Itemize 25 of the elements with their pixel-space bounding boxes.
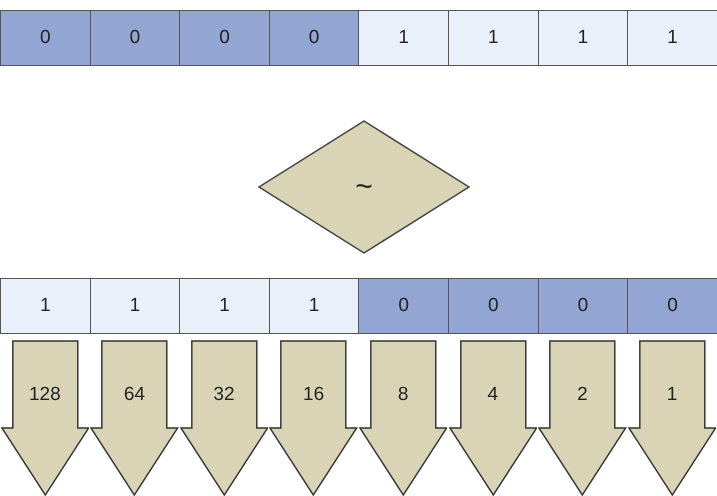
bit-cell: 0 [538,278,628,334]
bit-weight-tag: 2 [538,340,627,496]
bit-cell: 0 [448,278,539,334]
bit-weight-tag: 64 [90,340,179,496]
bit-weight-tag: 8 [358,340,448,496]
bit-weight-tag: 32 [180,340,268,496]
bit-cell: 0 [358,278,449,334]
bit-cell: 0 [268,10,360,66]
bit-cell: 0 [179,10,270,66]
bit-cell: 1 [0,278,91,334]
bit-cell: 1 [538,10,628,66]
bit-cell: 1 [179,278,270,334]
bit-weight-tag: 4 [448,340,538,496]
bit-weight-tag: 1 [628,340,716,496]
bit-cell: 1 [268,278,360,334]
bit-cell: 1 [448,10,539,66]
bit-cell: 0 [0,10,91,66]
bit-weight-tag: 128 [0,340,90,496]
bit-cell: 1 [90,278,180,334]
bit-cell: 0 [627,278,717,334]
bit-weight-tag: 16 [269,340,358,496]
operator-diamond: ~ [258,120,470,254]
bit-cell: 1 [627,10,717,66]
bit-cell: 1 [358,10,449,66]
bit-cell: 0 [90,10,180,66]
